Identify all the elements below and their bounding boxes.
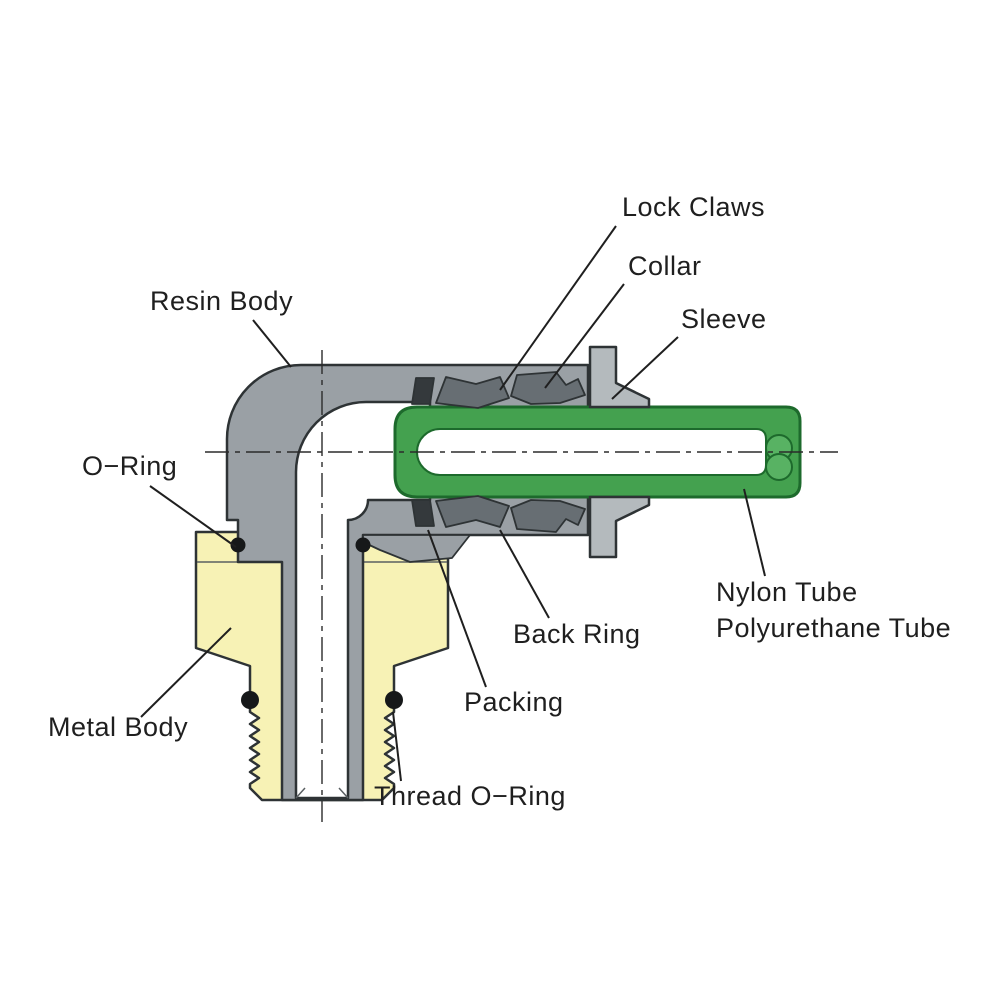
lock-claw-top	[435, 376, 510, 409]
thread-o-ring-left	[241, 691, 259, 709]
sleeve-shape-bottom	[588, 495, 651, 559]
leader-resin-body	[252, 319, 292, 368]
leader-tube	[743, 488, 766, 577]
callouts: Lock Claws Collar Sleeve Resin Body O−Ri…	[48, 192, 951, 811]
callout-collar: Collar	[544, 251, 702, 389]
label-sleeve: Sleeve	[681, 304, 767, 334]
thread-o-ring-right	[385, 691, 403, 709]
callout-o-ring: O−Ring	[82, 451, 237, 548]
collar-shape	[510, 371, 586, 405]
label-tube-line1: Nylon Tube	[716, 577, 858, 607]
leader-collar	[544, 283, 625, 389]
leader-sleeve	[611, 336, 679, 400]
label-metal-body: Metal Body	[48, 712, 188, 742]
o-ring-left	[230, 537, 246, 553]
label-collar: Collar	[628, 251, 702, 281]
leader-lock-claws	[499, 225, 617, 391]
bore-chamfer-right	[338, 787, 349, 799]
lock-claw-bottom	[435, 495, 510, 528]
leader-thread-o-ring	[392, 711, 402, 782]
callout-metal-body: Metal Body	[48, 627, 232, 742]
callout-back-ring: Back Ring	[499, 529, 641, 649]
label-packing: Packing	[464, 687, 564, 717]
leader-packing	[427, 529, 487, 688]
label-o-ring: O−Ring	[82, 451, 177, 481]
leader-metal-body	[140, 627, 232, 718]
bore-channel	[294, 400, 432, 800]
leader-o-ring	[149, 485, 237, 548]
packing-seal-bottom	[411, 499, 435, 527]
label-back-ring: Back Ring	[513, 619, 641, 649]
label-thread-o-ring: Thread O−Ring	[374, 781, 566, 811]
callout-tube: Nylon Tube Polyurethane Tube	[716, 488, 951, 643]
fitting-cross-section	[194, 345, 802, 802]
callout-lock-claws: Lock Claws	[499, 192, 765, 391]
callout-thread-o-ring: Thread O−Ring	[374, 711, 566, 811]
callout-sleeve: Sleeve	[611, 304, 767, 400]
label-lock-claws: Lock Claws	[622, 192, 765, 222]
bore-chamfer-left	[295, 787, 306, 799]
back-ring-shape	[510, 499, 586, 533]
o-ring-right	[355, 537, 371, 553]
tube-end-radius-bottom	[765, 453, 793, 481]
callout-resin-body: Resin Body	[150, 286, 293, 368]
centerlines	[205, 350, 838, 822]
packing-seal-top	[411, 377, 435, 405]
callout-packing: Packing	[427, 529, 564, 717]
leader-back-ring	[499, 529, 550, 619]
label-tube-line2: Polyurethane Tube	[716, 613, 951, 643]
label-resin-body: Resin Body	[150, 286, 293, 316]
sleeve-shape-top	[588, 345, 651, 409]
